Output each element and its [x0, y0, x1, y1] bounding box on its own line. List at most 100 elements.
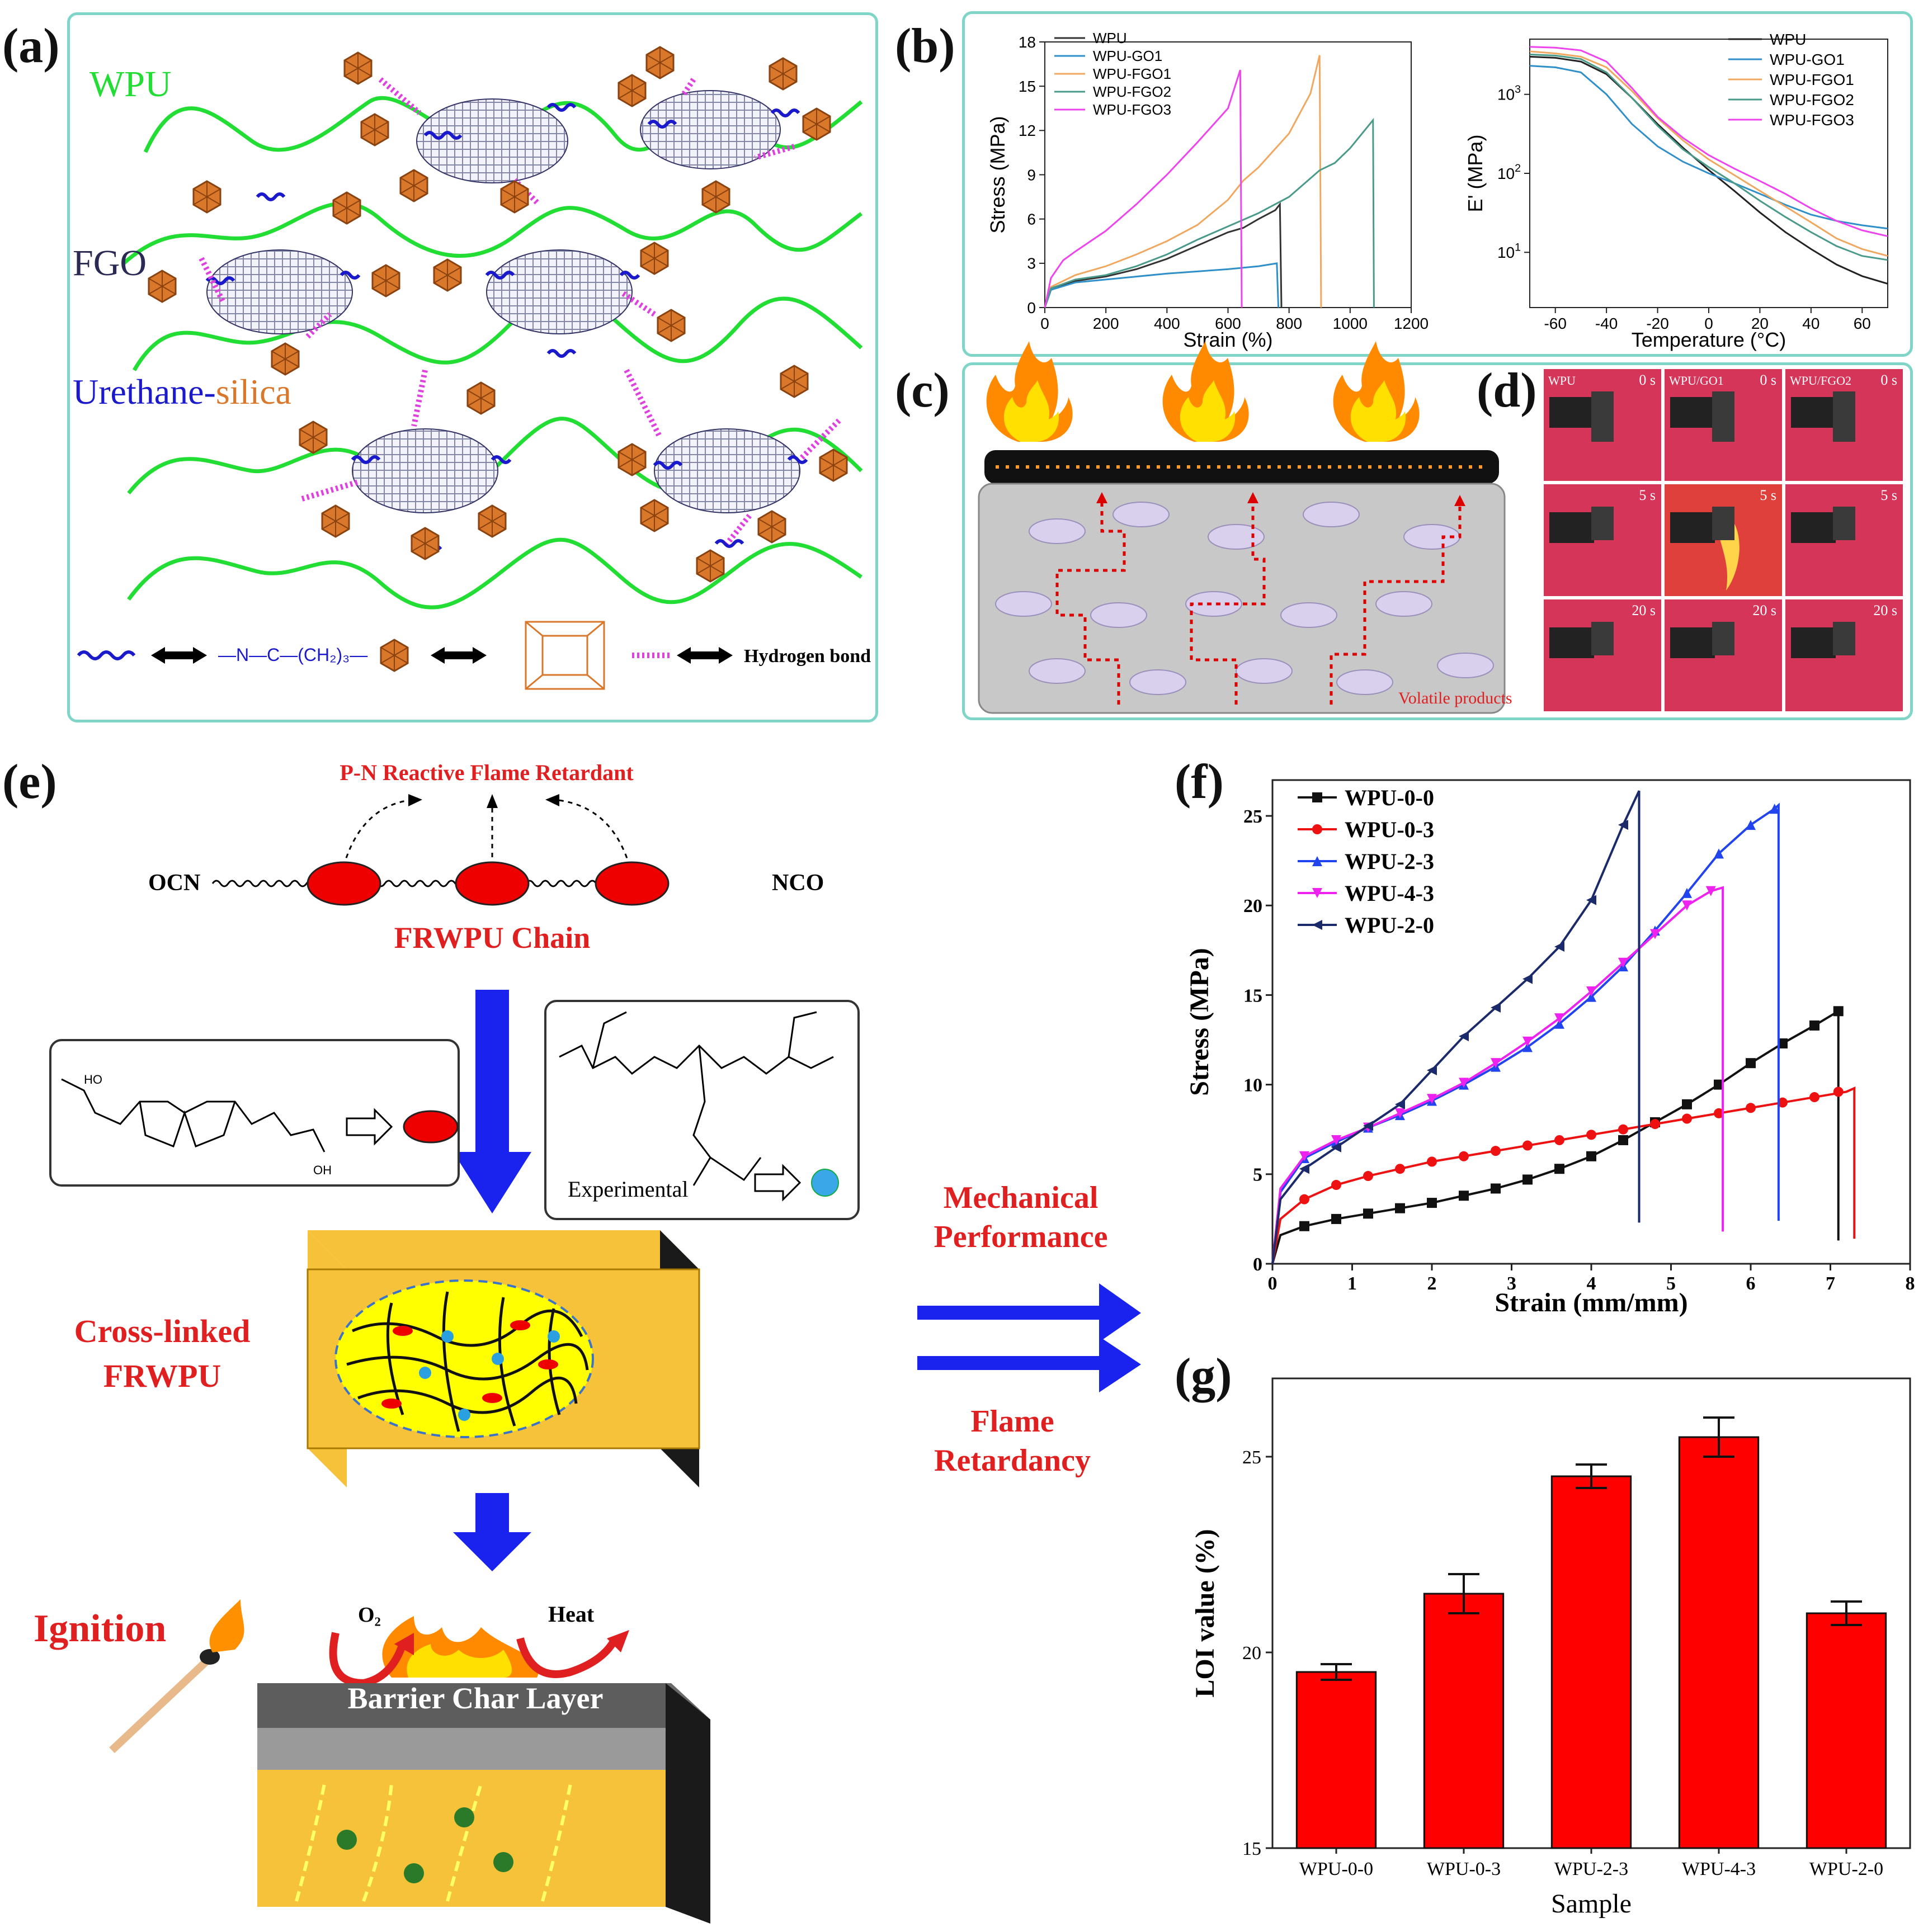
clamp-icon	[1791, 512, 1836, 543]
x-tick-label: WPU-2-0	[1809, 1859, 1883, 1879]
x-tick-label: WPU-4-3	[1682, 1859, 1756, 1879]
legend-label: WPU-2-0	[1345, 913, 1434, 938]
bar-WPU-4-3	[1678, 1436, 1760, 1849]
data-point-WPU-4-3	[1522, 1036, 1533, 1047]
legend-label: WPU-GO1	[1093, 48, 1162, 64]
data-point-WPU-0-0	[1522, 1174, 1533, 1185]
middle-arrows: Mechanical Performance Flame Retardancy	[917, 1180, 1141, 1478]
char-layer	[984, 450, 1499, 484]
data-point-WPU-0-0	[1427, 1198, 1437, 1208]
x-axis-label: Temperature (°C)	[1632, 328, 1786, 351]
y-tick-label: 15	[1019, 78, 1036, 95]
x-tick-label: -40	[1595, 315, 1618, 332]
y-tick-label: 12	[1019, 122, 1036, 139]
flame-label-2: Retardancy	[934, 1443, 1091, 1478]
photo-header: WPU/FGO2	[1790, 374, 1851, 388]
data-point-WPU-4-3	[1682, 900, 1692, 911]
data-point-WPU-2-0	[1618, 820, 1628, 830]
data-point-WPU-0-3	[1427, 1156, 1437, 1167]
x-tick-label: 800	[1276, 315, 1302, 332]
data-point-WPU-0-3	[1618, 1124, 1628, 1135]
clamp-icon	[1791, 397, 1836, 428]
ocn-label: OCN	[148, 870, 200, 896]
crosslinked-line2: FRWPU	[103, 1358, 221, 1394]
data-point-WPU-4-3	[1586, 986, 1596, 997]
data-point-WPU-0-0	[1682, 1099, 1692, 1109]
x-tick-label: 6	[1746, 1273, 1756, 1294]
sample-strip	[1591, 622, 1614, 655]
clamp-icon	[1791, 627, 1836, 658]
down-arrow-icon	[453, 1493, 531, 1571]
y-tick-label: 15	[1242, 1839, 1261, 1859]
data-point-WPU-0-0	[1833, 1006, 1844, 1017]
x-axis-label: Strain (%)	[1183, 328, 1272, 351]
svg-text:HO: HO	[84, 1073, 102, 1087]
data-point-WPU-4-3	[1650, 929, 1660, 939]
x-tick-label: 400	[1154, 315, 1180, 332]
implies-arrow-icon	[754, 1164, 802, 1202]
x-tick-label: WPU-0-0	[1299, 1859, 1373, 1879]
data-point-WPU-4-3	[1395, 1108, 1405, 1118]
data-point-WPU-2-0	[1331, 1142, 1341, 1152]
data-point-WPU-0-0	[1586, 1151, 1596, 1161]
polymer-matrix	[978, 483, 1506, 714]
data-point-WPU-0-3	[1746, 1103, 1756, 1113]
x-tick-label: 1000	[1333, 315, 1368, 332]
sample-strip	[1591, 507, 1614, 540]
data-point-WPU-0-3	[1459, 1151, 1469, 1161]
nco-label: NCO	[772, 870, 824, 896]
data-point-WPU-0-3	[1586, 1130, 1596, 1140]
bar-WPU-0-3	[1423, 1593, 1505, 1849]
photo-time: 5 s	[1880, 487, 1897, 503]
legend-urethane-formula: —N—C—(CH₂)₃—	[218, 645, 367, 665]
photo-time: 5 s	[1639, 487, 1656, 503]
x-tick-label: 4	[1587, 1273, 1596, 1294]
data-point-WPU-0-3	[1833, 1087, 1844, 1097]
data-point-WPU-0-3	[1491, 1146, 1501, 1156]
data-point-WPU-0-0	[1618, 1135, 1628, 1145]
sample-strip	[1712, 622, 1734, 655]
data-point-WPU-2-3	[1682, 887, 1692, 898]
y-axis-label: LOI value (%)	[1190, 1529, 1220, 1697]
y-tick-label: 0	[1253, 1254, 1262, 1275]
bar-WPU-2-3	[1550, 1475, 1632, 1849]
heat-label: Heat	[548, 1602, 595, 1627]
data-point-WPU-0-0	[1363, 1208, 1373, 1219]
data-point-WPU-2-0	[1395, 1099, 1405, 1109]
series-line-WPU-FGO3	[1529, 46, 1888, 237]
legend-label: WPU-0-3	[1345, 817, 1434, 842]
x-tick-label: 200	[1093, 315, 1119, 332]
clamp-icon	[1549, 397, 1594, 428]
series-line-WPU-FGO2	[1529, 53, 1888, 261]
series-line-WPU-GO1	[1529, 65, 1888, 230]
bar-WPU-0-0	[1295, 1671, 1377, 1849]
clamp-icon	[1549, 627, 1594, 658]
series-line-WPU-0-3	[1271, 1086, 1856, 1264]
series-line-WPU-GO1	[1044, 262, 1280, 308]
photo-time: 0 s	[1639, 372, 1656, 388]
legend-hbond-label: Hydrogen bond	[744, 646, 871, 667]
x-tick-label: 20	[1751, 315, 1769, 332]
legend-poss-structure	[525, 621, 605, 690]
data-point-WPU-2-3	[1769, 804, 1780, 814]
series-line-WPU	[1529, 55, 1888, 285]
wpu-chain	[127, 537, 863, 610]
panel-label-c: (c)	[895, 363, 950, 418]
y-axis-label: Stress (MPa)	[986, 116, 1009, 233]
x-tick-label: -60	[1544, 315, 1566, 332]
double-arrow-icon	[151, 647, 733, 664]
spiro-phosphonate-structure	[61, 1078, 326, 1152]
series-line-WPU-FGO1	[1529, 50, 1888, 257]
x-tick-label: 1200	[1394, 315, 1429, 332]
panel-label-g: (g)	[1175, 1349, 1232, 1403]
data-point-WPU-2-0	[1522, 974, 1533, 984]
clamp-icon	[1670, 512, 1715, 543]
data-point-WPU-2-0	[1586, 895, 1596, 905]
mechanical-label-2: Performance	[934, 1220, 1108, 1254]
volatile-products-label: Volatile products	[1398, 689, 1512, 707]
x-tick-label: 1	[1347, 1273, 1357, 1294]
x-axis-label: Sample	[1551, 1889, 1632, 1919]
